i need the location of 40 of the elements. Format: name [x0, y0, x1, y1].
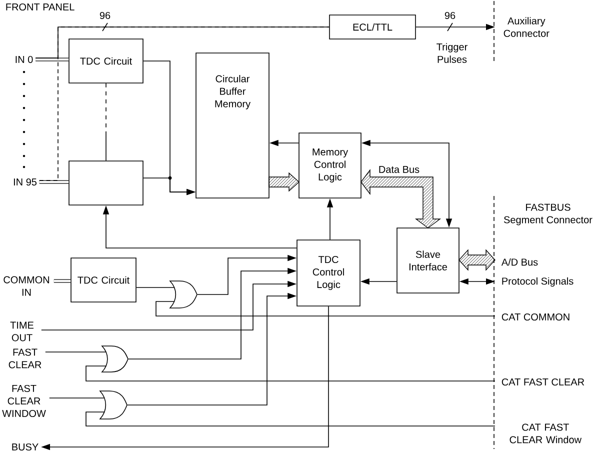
signal-line	[156, 301, 496, 316]
connector-label: FASTBUS Segment Connector	[504, 204, 592, 226]
signal-line	[35, 26, 330, 58]
edge-label: 96	[443, 10, 457, 20]
double-line	[36, 58, 69, 62]
dashed-line	[38, 26, 330, 181]
signal-line	[86, 366, 496, 382]
connector-label: Auxiliary Connector	[504, 17, 550, 37]
signal-label: CAT FAST CLEAR	[502, 378, 584, 386]
signal-label: CAT COMMON	[502, 313, 570, 321]
or-gate	[170, 280, 198, 308]
function-block: Memory Control Logic	[298, 132, 362, 198]
or-gate	[102, 346, 128, 372]
signal-label: CAT FAST CLEAR Window	[510, 424, 582, 444]
input-label: FAST CLEAR WINDOW	[2, 384, 46, 418]
output-label: BUSY	[12, 443, 38, 451]
function-block: TDC Circuit	[68, 38, 144, 84]
edge-label: 96	[98, 10, 112, 20]
signal-label: A/D Bus	[501, 258, 538, 266]
input-label: TIME OUT	[10, 322, 34, 342]
input-label: IN 95	[14, 178, 37, 186]
edge-label: Data Bus	[377, 165, 421, 174]
signal-line	[136, 287, 175, 288]
signal-label: Trigger Pulses	[436, 43, 468, 63]
bus-arrow	[458, 249, 496, 271]
function-block	[68, 160, 144, 206]
double-line	[39, 180, 69, 184]
double-line	[54, 279, 71, 283]
function-block: ECL/TTL	[329, 14, 416, 40]
or-gate	[100, 390, 128, 420]
panel-label: FRONT PANEL	[6, 3, 74, 11]
signal-label: Protocol Signals	[502, 277, 574, 287]
input-label: COMMON IN	[4, 276, 50, 296]
function-block: Slave Interface	[396, 228, 460, 294]
function-block: TDC Control Logic	[296, 240, 360, 306]
input-label: IN 0	[16, 56, 33, 64]
input-label: FAST CLEAR	[8, 348, 42, 368]
function-block: Circular Buffer Memory	[196, 52, 270, 198]
function-block: TDC Circuit	[70, 258, 136, 302]
signal-line	[86, 412, 496, 426]
